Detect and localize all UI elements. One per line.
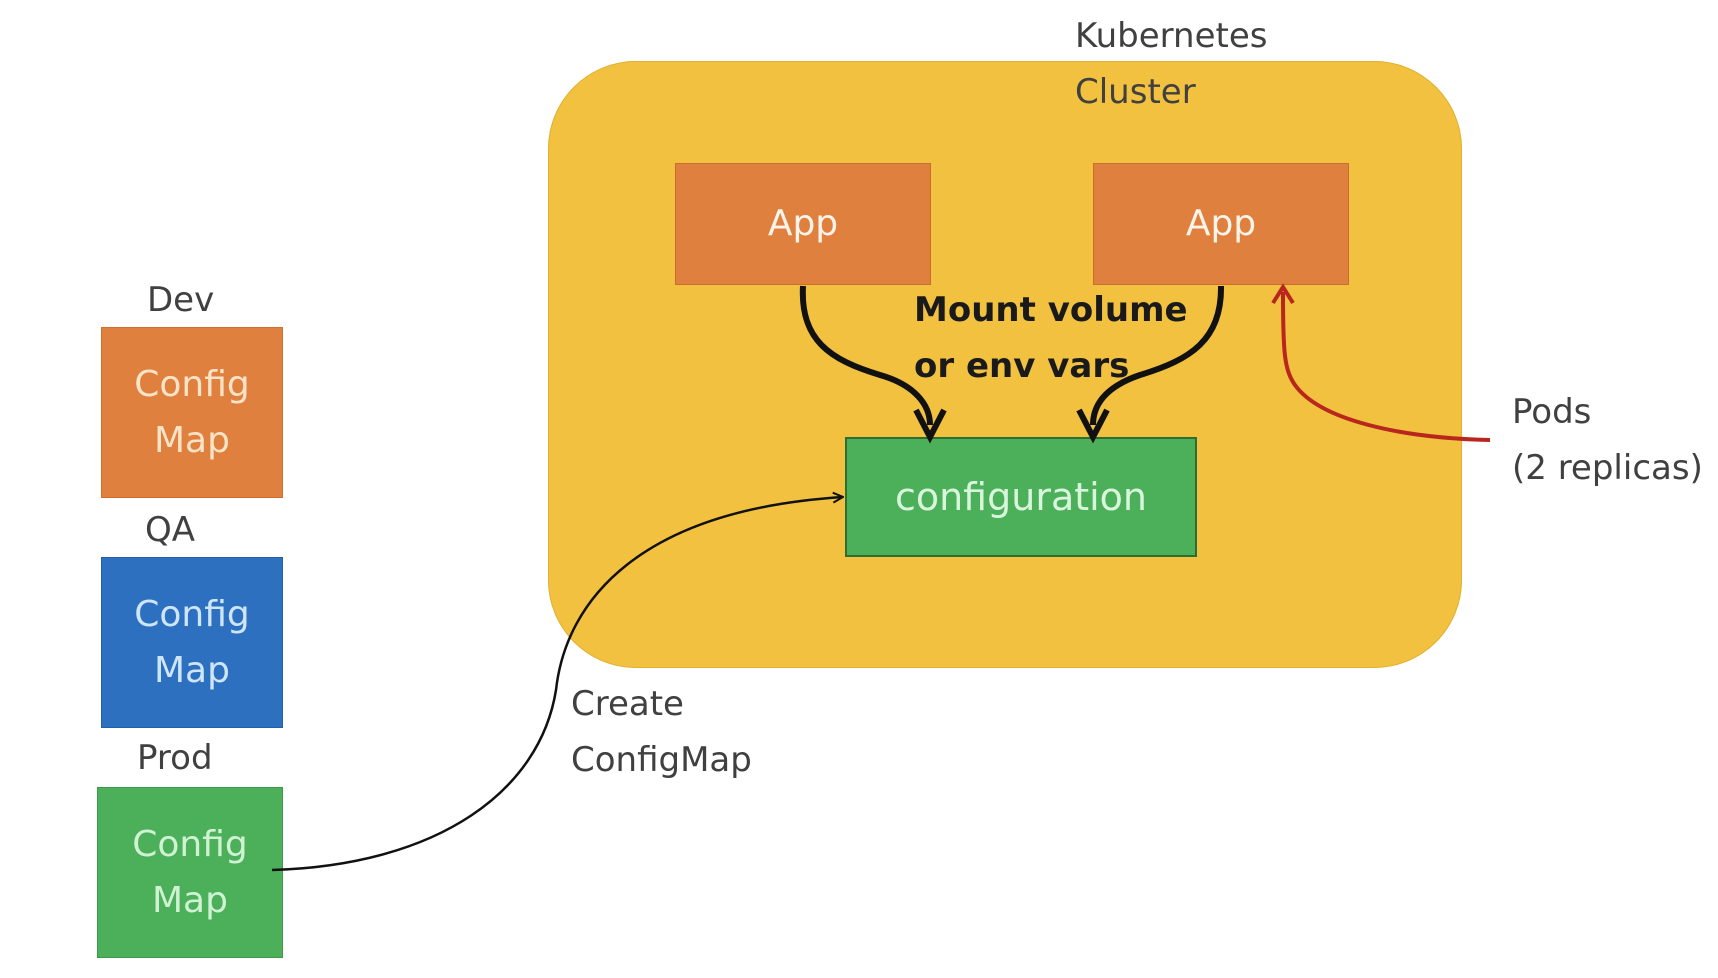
configmap-dev: Config Map bbox=[101, 327, 283, 498]
configmap-dev-line1: Config bbox=[134, 363, 250, 405]
app-pod-1: App bbox=[675, 163, 931, 285]
app-pod-2: App bbox=[1093, 163, 1349, 285]
configuration-label: configuration bbox=[894, 475, 1148, 519]
configmap-qa: Config Map bbox=[101, 557, 283, 728]
configmap-prod: Config Map bbox=[97, 787, 283, 958]
env-label-prod: Prod bbox=[137, 738, 213, 778]
env-label-qa: QA bbox=[145, 510, 196, 550]
configmap-qa-line2: Map bbox=[154, 649, 230, 691]
configuration-box: configuration bbox=[845, 437, 1197, 557]
mount-arrow-left bbox=[799, 285, 933, 426]
kubernetes-cluster bbox=[548, 61, 1462, 668]
pods-arrow-head bbox=[1271, 283, 1295, 305]
pods-label-line2: (2 replicas) bbox=[1512, 448, 1703, 488]
configmap-prod-line1: Config bbox=[132, 823, 248, 865]
app-pod-2-label: App bbox=[1185, 203, 1257, 244]
cluster-label-line2: Cluster bbox=[1075, 72, 1196, 112]
pods-label-line1: Pods bbox=[1512, 392, 1592, 432]
cluster-label-line1: Kubernetes bbox=[1075, 16, 1268, 56]
mount-arrow-right-head bbox=[1076, 408, 1110, 444]
env-label-dev: Dev bbox=[147, 280, 215, 320]
mount-volume-label-line1: Mount volume bbox=[914, 290, 1188, 330]
mount-arrow-right bbox=[1090, 285, 1225, 426]
create-label-line2: ConfigMap bbox=[571, 740, 752, 780]
configmap-dev-line2: Map bbox=[154, 419, 230, 461]
configmap-qa-line1: Config bbox=[134, 593, 250, 635]
mount-arrow-left-head bbox=[913, 408, 947, 444]
mount-volume-label-line2: or env vars bbox=[914, 346, 1130, 386]
app-pod-1-label: App bbox=[767, 203, 839, 244]
create-label-line1: Create bbox=[571, 684, 684, 724]
create-configmap-arrow bbox=[271, 497, 843, 872]
pods-arrow bbox=[1281, 291, 1491, 442]
configmap-prod-line2: Map bbox=[152, 879, 228, 921]
